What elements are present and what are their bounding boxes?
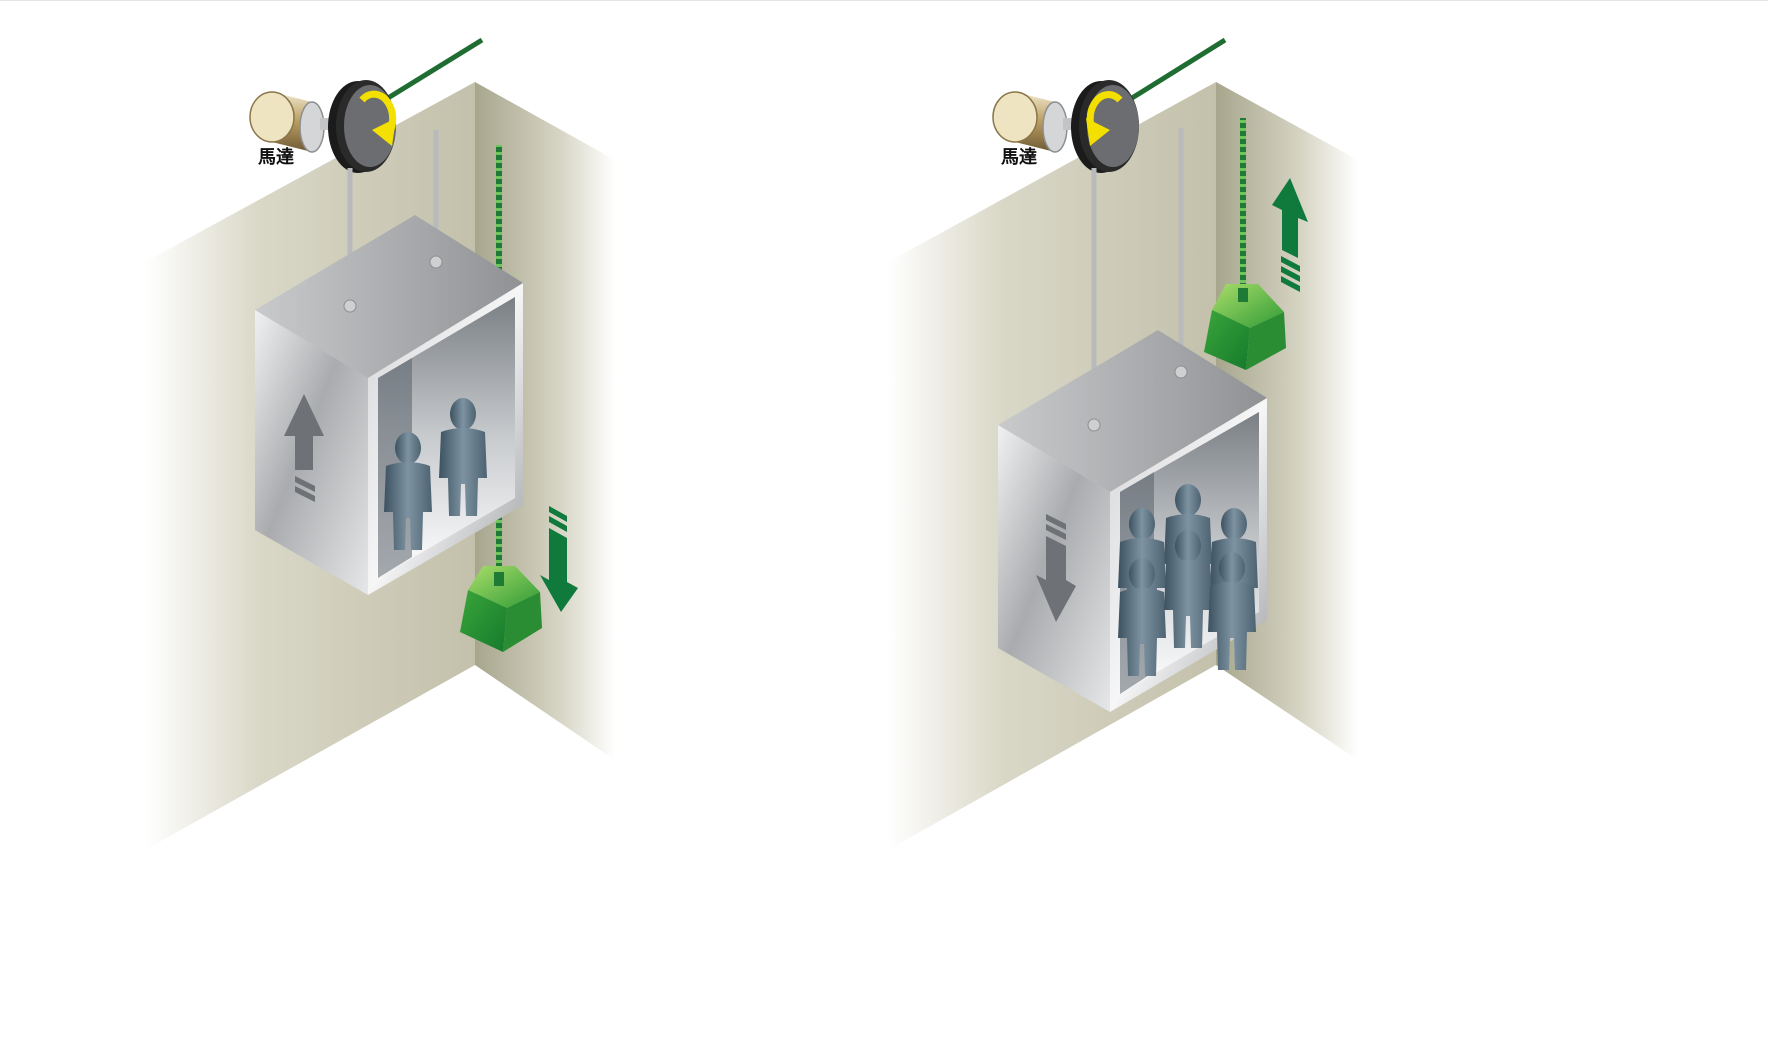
rotation-counterclockwise-icon <box>1086 91 1123 146</box>
car-up-arrow-icon <box>284 394 324 502</box>
counterweight <box>460 566 542 652</box>
car-down-arrow-icon <box>1036 514 1076 622</box>
car-top <box>998 330 1267 492</box>
panel-car-descending: 馬達 <box>888 37 1358 850</box>
motor-label: 馬達 <box>1001 147 1037 168</box>
motor-icon <box>992 91 1083 153</box>
panel-car-rising: 馬達 <box>145 37 615 850</box>
hoist-cable-rear <box>386 37 484 101</box>
counterweight-up-arrow-icon <box>1272 178 1308 292</box>
counterweight-rope <box>1240 118 1246 296</box>
sheave-wheel-icon <box>328 80 396 173</box>
counterweight-down-arrow-icon <box>540 506 578 612</box>
car-top <box>255 215 523 378</box>
counterweight <box>1204 284 1286 370</box>
hoist-cable-rear <box>1130 37 1227 101</box>
motor-label: 馬達 <box>258 147 294 168</box>
motor-icon <box>249 91 340 153</box>
rotation-clockwise-icon <box>359 90 397 146</box>
